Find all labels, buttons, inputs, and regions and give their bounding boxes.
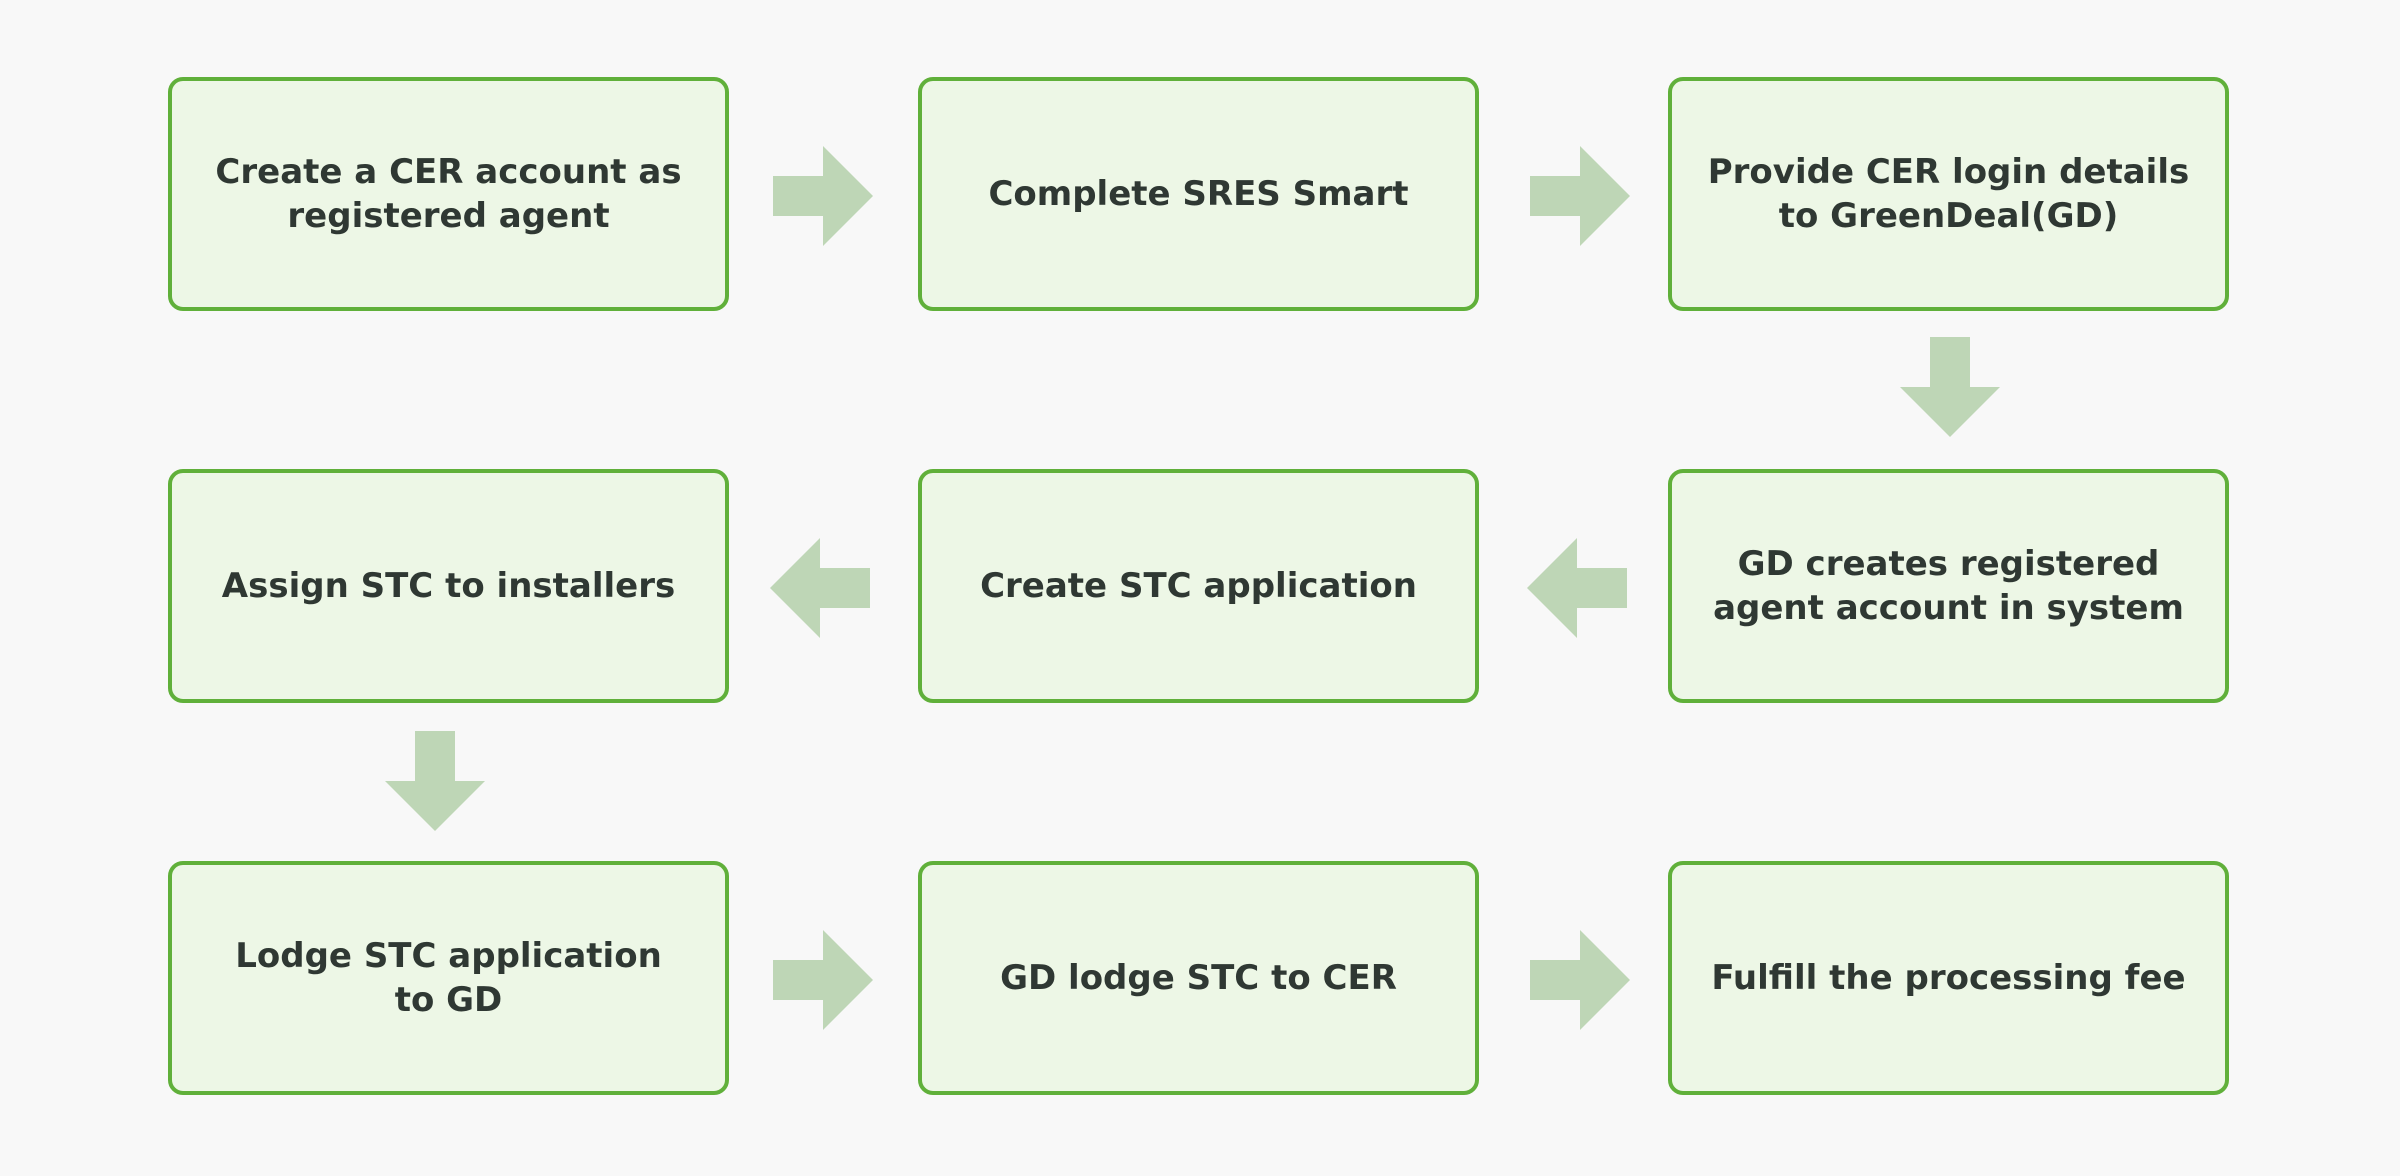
arrow-down-icon <box>1900 337 2000 437</box>
step-label: Provide CER login details to GreenDeal(G… <box>1707 152 2190 236</box>
step-label: Assign STC to installers <box>221 566 676 606</box>
arrow-right-icon <box>773 146 873 246</box>
step-label: Complete SRES Smart <box>988 174 1409 214</box>
arrow-down-icon <box>385 731 485 831</box>
arrow-right-icon <box>1530 146 1630 246</box>
step-create-cer-account: Create a CER account as registered agent <box>168 77 729 311</box>
step-lodge-stc-application: Lodge STC application to GD <box>168 861 729 1095</box>
step-label: GD creates registered agent account in s… <box>1713 544 2184 628</box>
step-fulfill-processing-fee: Fulfill the processing fee <box>1668 861 2229 1095</box>
step-provide-cer-login: Provide CER login details to GreenDeal(G… <box>1668 77 2229 311</box>
arrow-right-icon <box>773 930 873 1030</box>
step-complete-sres-smart: Complete SRES Smart <box>918 77 1479 311</box>
step-label: Create STC application <box>980 566 1417 606</box>
step-label: GD lodge STC to CER <box>1000 958 1397 998</box>
step-gd-lodge-stc: GD lodge STC to CER <box>918 861 1479 1095</box>
step-label: Create a CER account as registered agent <box>215 152 682 236</box>
step-assign-stc-installers: Assign STC to installers <box>168 469 729 703</box>
step-label: Fulfill the processing fee <box>1711 958 2186 998</box>
arrow-right-icon <box>1530 930 1630 1030</box>
step-gd-creates-agent-account: GD creates registered agent account in s… <box>1668 469 2229 703</box>
step-label: Lodge STC application to GD <box>235 936 662 1020</box>
arrow-left-icon <box>770 538 870 638</box>
step-create-stc-application: Create STC application <box>918 469 1479 703</box>
arrow-left-icon <box>1527 538 1627 638</box>
